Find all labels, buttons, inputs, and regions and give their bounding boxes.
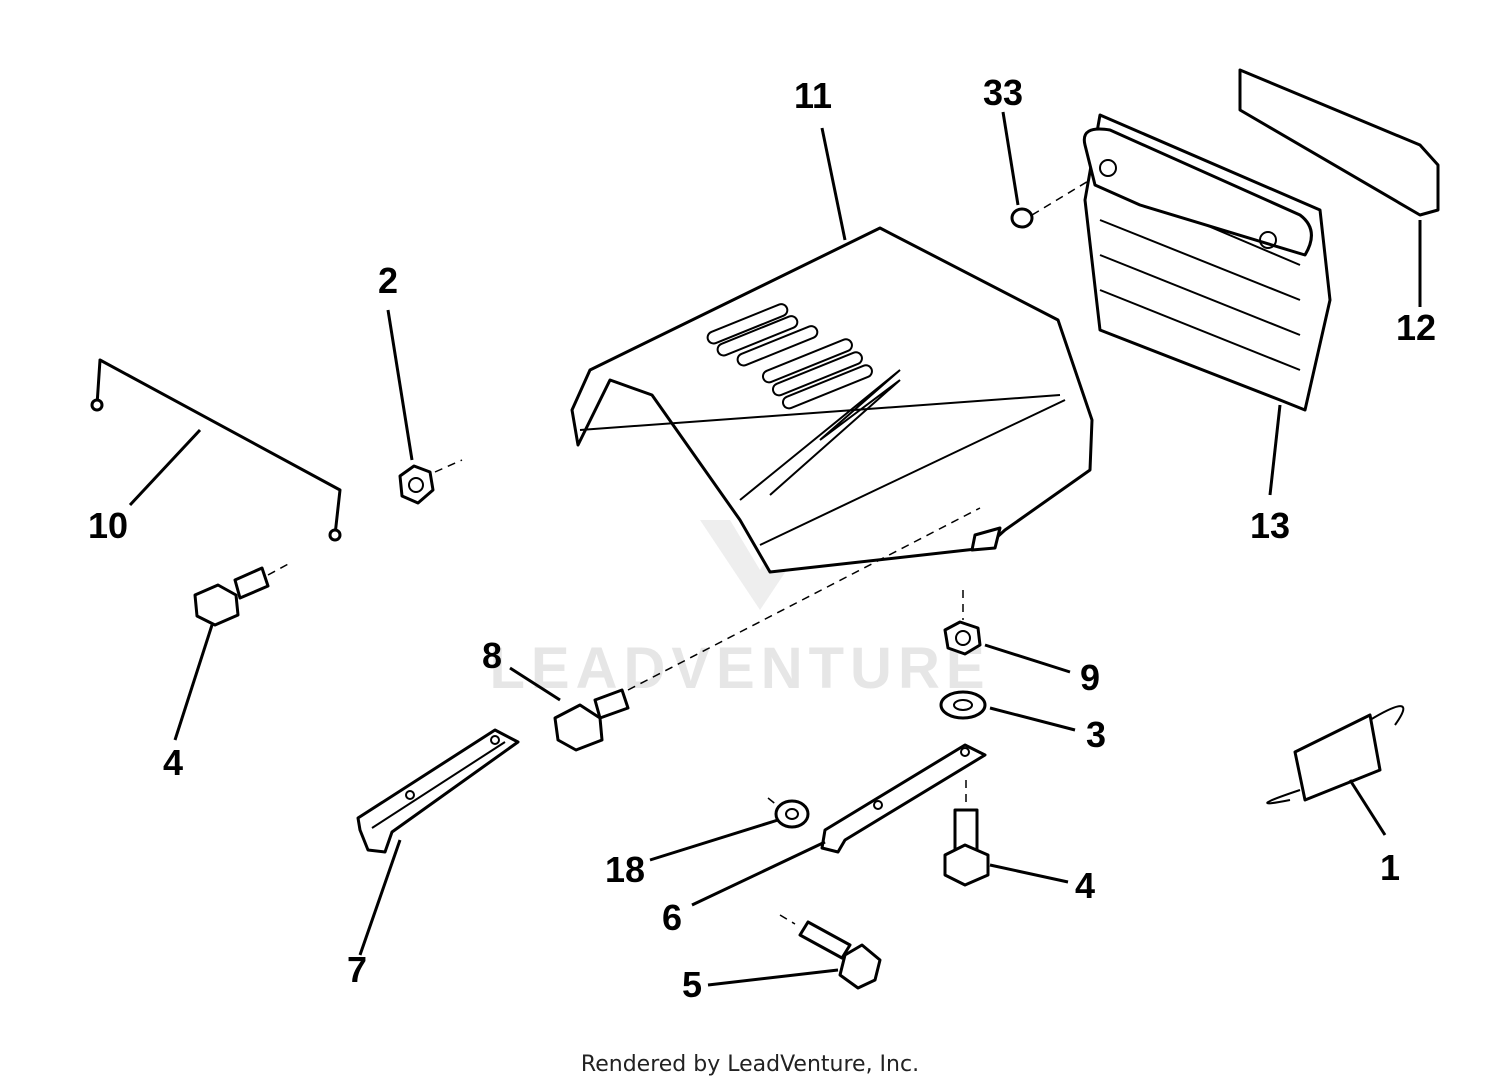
washer-part-18[interactable] <box>767 797 810 829</box>
grille-insert-part[interactable] <box>1238 68 1440 217</box>
callout-1: 1 <box>1380 847 1400 888</box>
callout-10: 10 <box>88 505 128 546</box>
callout-6: 6 <box>662 897 682 938</box>
callout-4-right: 4 <box>1075 865 1095 906</box>
callout-3: 3 <box>1086 714 1106 755</box>
callout-5: 5 <box>682 964 702 1005</box>
bolt-part-8[interactable] <box>553 507 981 752</box>
callout-12: 12 <box>1396 307 1436 348</box>
callout-9: 9 <box>1080 657 1100 698</box>
callout-13: 13 <box>1250 505 1290 546</box>
bracket-part-6[interactable] <box>820 743 987 854</box>
washer-part-3[interactable] <box>939 690 987 720</box>
callout-7: 7 <box>347 949 367 990</box>
hinge-rod-part[interactable] <box>90 358 342 542</box>
hood-part[interactable] <box>570 226 1094 574</box>
callout-4-left: 4 <box>163 742 183 783</box>
callout-33: 33 <box>983 72 1023 113</box>
nut-part-9[interactable] <box>943 590 982 656</box>
grille-part[interactable] <box>1082 113 1332 412</box>
footer-credit: Rendered by LeadVenture, Inc. <box>580 1052 920 1077</box>
leader-lines <box>128 111 1422 987</box>
plug-part[interactable] <box>1010 179 1091 229</box>
callout-18: 18 <box>605 849 645 890</box>
bolt-part-left[interactable] <box>193 561 293 627</box>
watermark-text: LEADVENTURE <box>489 636 990 701</box>
spring-part[interactable] <box>1266 705 1405 805</box>
nut-part[interactable] <box>398 459 463 505</box>
callout-8: 8 <box>482 635 502 676</box>
callout-2: 2 <box>378 260 398 301</box>
callout-labels: 11 33 2 12 10 13 8 9 3 4 18 1 6 4 7 5 <box>88 72 1436 1005</box>
callout-11: 11 <box>794 75 832 116</box>
bolt-part-right[interactable] <box>943 780 990 887</box>
bracket-part-7[interactable] <box>356 728 520 854</box>
bolt-part-5[interactable] <box>779 914 882 990</box>
